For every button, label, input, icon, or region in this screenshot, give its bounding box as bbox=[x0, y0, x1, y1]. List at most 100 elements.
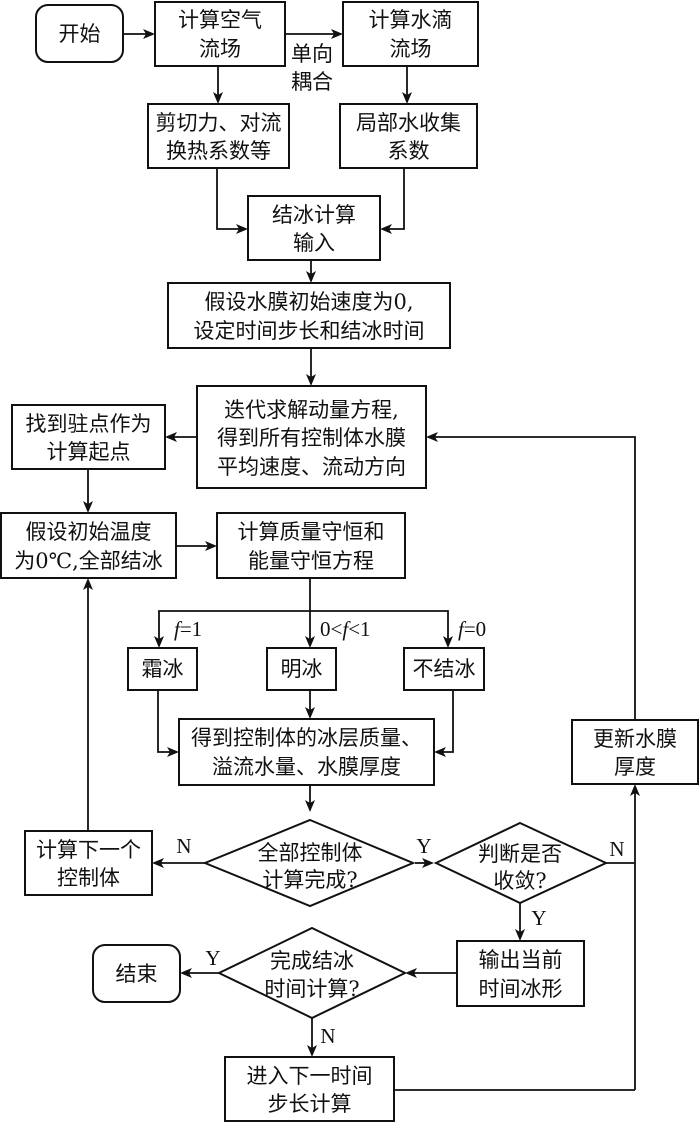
edge-noice-results bbox=[442, 690, 454, 753]
node-next-step: 进入下一时间 步长计算 bbox=[224, 1056, 395, 1122]
node-glaze: 明冰 bbox=[266, 647, 337, 691]
node-next-cv-line1: 计算下一个 bbox=[36, 838, 141, 862]
svg-text:f=1: f=1 bbox=[174, 617, 202, 641]
node-icing-input-line2: 输入 bbox=[293, 231, 335, 255]
arrowhead bbox=[83, 578, 93, 590]
node-momentum-line1: 迭代求解动量方程, bbox=[224, 398, 399, 422]
f-glaze-post: <1 bbox=[348, 617, 370, 641]
node-converged-line2: 收敛? bbox=[493, 869, 546, 893]
label-all-done-yes: Y bbox=[416, 834, 431, 858]
label-converged-yes: Y bbox=[531, 906, 546, 930]
label-converged-no: N bbox=[609, 837, 624, 861]
arrowhead bbox=[305, 707, 315, 719]
node-icing-input: 结冰计算 输入 bbox=[247, 195, 381, 261]
node-collection: 局部水收集 系数 bbox=[339, 103, 478, 169]
node-no-ice-text: 不结冰 bbox=[413, 657, 476, 681]
node-next-step-line2: 步长计算 bbox=[268, 1092, 352, 1116]
label-time-done-yes: Y bbox=[205, 946, 220, 970]
arrowhead bbox=[154, 636, 164, 648]
arrowhead bbox=[305, 800, 315, 812]
arrowhead bbox=[422, 858, 434, 868]
node-collection-line1: 局部水收集 bbox=[356, 111, 461, 135]
f-rime-cond: =1 bbox=[180, 617, 202, 641]
arrowhead bbox=[152, 858, 164, 868]
node-collection-line2: 系数 bbox=[388, 139, 430, 163]
branch-label-glaze: 0<f<1 bbox=[320, 617, 371, 641]
node-all-done-line2: 计算完成? bbox=[262, 868, 357, 892]
node-update-film-line2: 厚度 bbox=[614, 755, 656, 779]
label-all-done-no: N bbox=[176, 834, 191, 858]
node-next-step-line1: 进入下一时间 bbox=[247, 1064, 373, 1088]
node-results-line1: 得到控制体的冰层质量、 bbox=[191, 726, 422, 750]
node-init-film-line2: 设定时间步长和结冰时间 bbox=[194, 319, 425, 343]
svg-text:0<f<1: 0<f<1 bbox=[320, 617, 371, 641]
node-droplet-flow-line2: 流场 bbox=[390, 37, 432, 61]
arrowhead bbox=[213, 92, 223, 104]
f-none-cond: =0 bbox=[464, 617, 486, 641]
node-init-temp-line2: 为0℃,全部结冰 bbox=[14, 549, 163, 573]
arrowhead bbox=[306, 374, 316, 386]
coupling-label: 单向 耦合 bbox=[291, 42, 333, 94]
node-stagnation-line1: 找到驻点作为 bbox=[26, 412, 152, 436]
node-shear-heat-line2: 换热系数等 bbox=[166, 139, 271, 163]
edge-branch-horizontal bbox=[158, 610, 449, 640]
label-time-done-no: N bbox=[320, 1024, 335, 1048]
node-init-film-line1: 假设水膜初始速度为0, bbox=[204, 290, 413, 314]
arrowhead bbox=[443, 636, 453, 648]
node-all-done-line1: 全部控制体 bbox=[258, 841, 363, 865]
arrowhead bbox=[83, 501, 93, 513]
node-stagnation: 找到驻点作为 计算起点 bbox=[11, 404, 166, 470]
arrowhead bbox=[331, 29, 343, 39]
node-no-ice: 不结冰 bbox=[403, 647, 485, 691]
node-droplet-flow: 计算水滴 流场 bbox=[342, 1, 479, 67]
node-output-shape-line1: 输出当前 bbox=[479, 948, 563, 972]
node-rime: 霜冰 bbox=[127, 647, 198, 691]
arrowhead bbox=[402, 92, 412, 104]
coupling-label-line2: 耦合 bbox=[291, 70, 333, 94]
node-shear-heat-line1: 剪切力、对流 bbox=[156, 111, 282, 135]
node-update-film: 更新水膜 厚度 bbox=[571, 719, 699, 785]
arrowhead bbox=[306, 271, 316, 283]
f-var: f bbox=[174, 617, 183, 641]
edge-rime-results bbox=[157, 690, 171, 753]
node-time-done: 完成结冰 时间计算? bbox=[216, 926, 408, 1020]
node-rime-text: 霜冰 bbox=[142, 657, 184, 681]
node-start: 开始 bbox=[35, 4, 124, 63]
node-all-done: 全部控制体 计算完成? bbox=[202, 818, 416, 908]
node-next-cv: 计算下一个 控制体 bbox=[24, 830, 153, 896]
node-init-film: 假设水膜初始速度为0, 设定时间步长和结冰时间 bbox=[167, 282, 451, 349]
node-momentum: 迭代求解动量方程, 得到所有控制体水膜 平均速度、流动方向 bbox=[196, 385, 427, 489]
node-output-shape-line2: 时间冰形 bbox=[479, 977, 563, 1001]
node-end: 结束 bbox=[92, 944, 181, 1003]
node-air-flow: 计算空气 流场 bbox=[154, 1, 286, 67]
node-conservation-line2: 能量守恒方程 bbox=[248, 549, 374, 573]
node-update-film-line1: 更新水膜 bbox=[593, 727, 677, 751]
f-var: f bbox=[458, 617, 467, 641]
arrowhead bbox=[630, 784, 640, 796]
f-glaze-pre: 0< bbox=[320, 617, 342, 641]
node-icing-input-line1: 结冰计算 bbox=[272, 203, 356, 227]
arrowhead bbox=[143, 29, 155, 39]
node-init-temp-line1: 假设初始温度 bbox=[26, 520, 152, 544]
node-conservation-line1: 计算质量守恒和 bbox=[238, 520, 385, 544]
node-droplet-flow-line1: 计算水滴 bbox=[369, 8, 453, 32]
node-output-shape: 输出当前 时间冰形 bbox=[456, 940, 585, 1007]
svg-text:f=0: f=0 bbox=[458, 617, 486, 641]
coupling-label-line1: 单向 bbox=[291, 42, 333, 66]
arrowhead bbox=[307, 1045, 317, 1057]
arrowhead bbox=[405, 968, 417, 978]
node-end-text: 结束 bbox=[116, 962, 158, 986]
node-converged-line1: 判断是否 bbox=[478, 842, 562, 866]
node-start-text: 开始 bbox=[59, 22, 101, 46]
arrowhead bbox=[167, 747, 179, 757]
arrowhead bbox=[426, 432, 438, 442]
node-stagnation-line2: 计算起点 bbox=[47, 440, 131, 464]
arrowhead bbox=[305, 636, 315, 648]
node-air-flow-line2: 流场 bbox=[199, 37, 241, 61]
node-air-flow-line1: 计算空气 bbox=[178, 8, 262, 32]
node-results-line2: 溢流水量、水膜厚度 bbox=[212, 755, 401, 779]
node-glaze-text: 明冰 bbox=[281, 657, 323, 681]
node-conservation: 计算质量守恒和 能量守恒方程 bbox=[216, 512, 406, 579]
edge-update-momentum bbox=[434, 436, 636, 720]
